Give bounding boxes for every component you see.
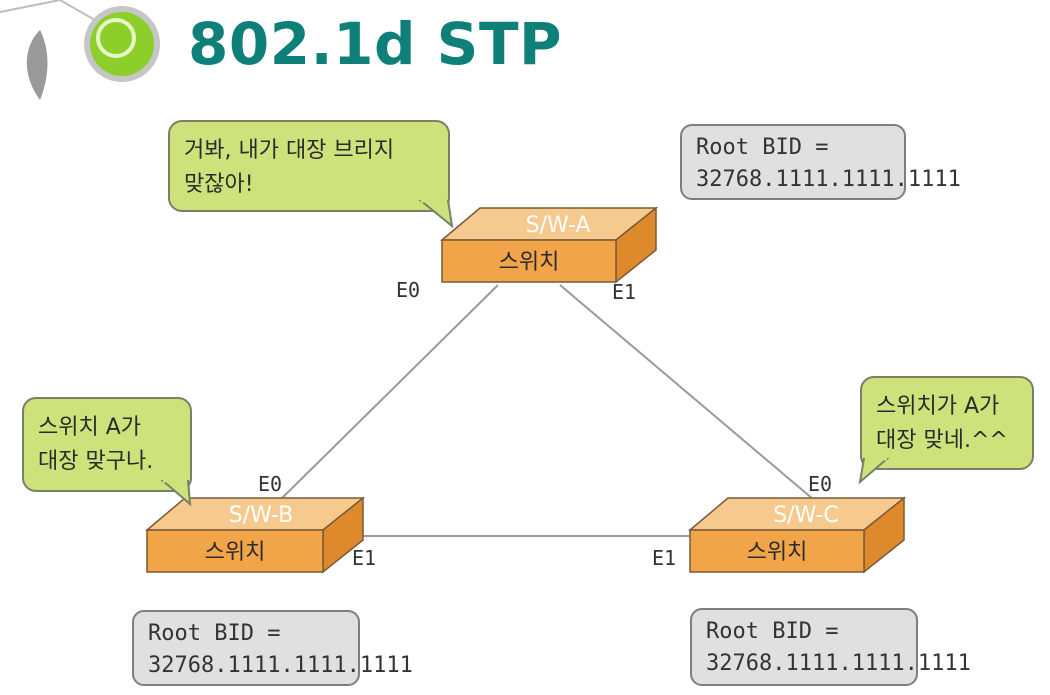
- port-b-e1: E1: [352, 546, 377, 570]
- root-bid-a-line1: Root BID =: [696, 135, 829, 160]
- port-c-e1: E1: [652, 546, 677, 570]
- switch-c-front: [689, 529, 865, 573]
- speech-bubble-a-tail: [418, 200, 454, 229]
- port-a-e0: E0: [396, 278, 421, 302]
- root-bid-box-c: Root BID = 32768.1111.1111.1111: [690, 608, 971, 686]
- switch-c: S/W-C 스위치: [688, 496, 907, 574]
- root-bid-box-a: Root BID = 32768.1111.1111.1111: [680, 124, 961, 200]
- logo-decoration: [0, 0, 160, 100]
- switch-c-label: 스위치: [747, 540, 808, 565]
- switch-a-name: S/W-A: [526, 213, 591, 238]
- speech-bubble-c-tail: [858, 458, 890, 485]
- speech-bubble-b-tail: [160, 480, 192, 507]
- port-b-e0: E0: [258, 472, 283, 496]
- port-a-e1: E1: [612, 280, 637, 304]
- switch-b-label: 스위치: [205, 540, 266, 565]
- switch-a-label: 스위치: [499, 250, 560, 275]
- leaf-icon: [26, 30, 48, 100]
- port-c-e0: E0: [808, 472, 833, 496]
- root-bid-a-line2: 32768.1111.1111.1111: [696, 167, 961, 192]
- switch-a-front: [441, 239, 617, 283]
- root-bid-b-line1: Root BID =: [148, 621, 281, 646]
- logo-ball-highlight: [96, 18, 136, 58]
- speech-bubble-a: 거봐, 내가 대장 브리지 맞잖아!: [168, 120, 450, 212]
- switch-c-name: S/W-C: [773, 503, 839, 528]
- root-bid-c-line1: Root BID =: [706, 619, 839, 644]
- switch-a: S/W-A 스위치: [440, 206, 659, 284]
- switch-b: S/W-B 스위치: [145, 496, 366, 574]
- switch-b-front: [146, 529, 324, 573]
- speech-bubble-c: 스위치가 A가 대장 맞네.^^: [860, 376, 1034, 470]
- switch-b-name: S/W-B: [229, 503, 294, 528]
- link-a-b: [274, 284, 499, 506]
- link-a-c: [559, 284, 821, 506]
- page-title: 802.1d STP: [188, 10, 563, 78]
- root-bid-b-line2: 32768.1111.1111.1111: [148, 653, 413, 678]
- logo-ball: [90, 12, 154, 76]
- root-bid-box-b: Root BID = 32768.1111.1111.1111: [132, 610, 413, 686]
- root-bid-c-line2: 32768.1111.1111.1111: [706, 651, 971, 676]
- speech-bubble-b: 스위치 A가 대장 맞구나.: [22, 397, 192, 492]
